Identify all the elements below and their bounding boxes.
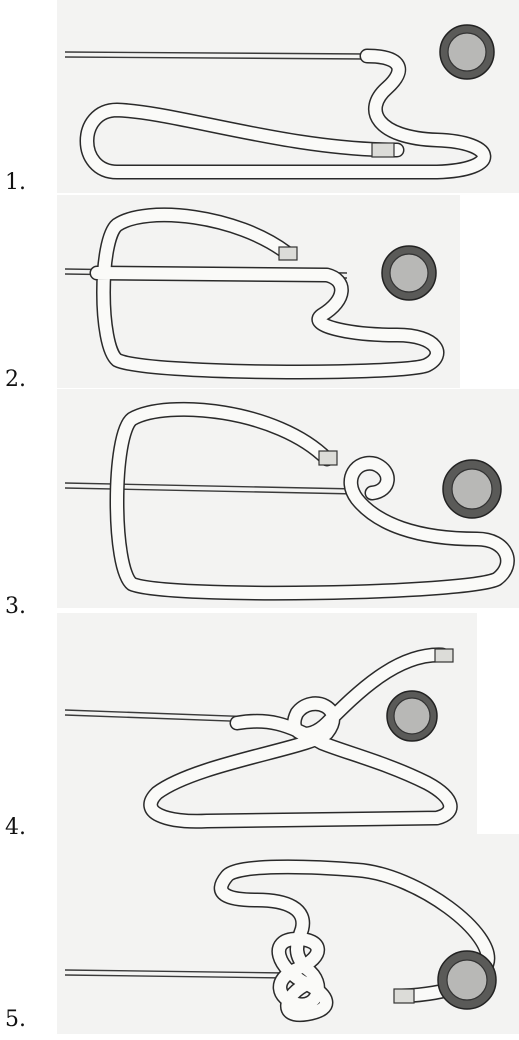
step-label: 1. [5,170,26,195]
rope-step-2-figure [57,195,460,388]
step-label: 5. [5,1007,26,1032]
step-label: 2. [5,367,26,392]
step-4-illustration [57,613,477,834]
rope-step-3-figure [57,389,519,608]
step-2-illustration [57,195,460,388]
step-label: 4. [5,815,26,840]
step-5-illustration [57,834,519,1034]
rope-step-1-figure [57,0,519,193]
rope-step-4-figure [57,613,477,834]
step-3-illustration [57,389,519,608]
rope-step-5-figure [57,834,519,1034]
step-1-illustration [57,0,519,193]
step-label: 3. [5,594,26,619]
